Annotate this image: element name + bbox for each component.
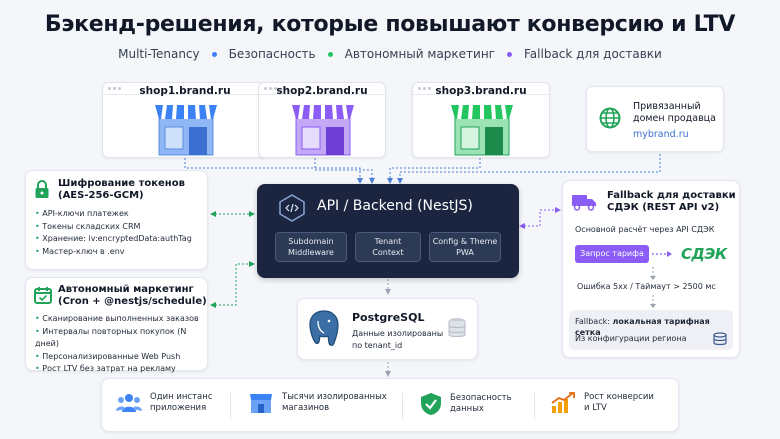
region-config: Из конфигурации региона [575,334,687,343]
calendar-icon [34,287,52,304]
arrow-down-icon [650,267,656,280]
shop-domain-3: shop3.brand.ru [435,85,527,97]
arrow-down-icon [650,295,656,308]
subtitle-dot [211,51,217,57]
fallback-title-1: Fallback для доставки [607,190,736,201]
shop-domain-2: shop2.brand.ru [276,85,368,97]
storefront-icon [451,104,513,156]
list-item: • Интервалы повторных покупок (N дней) [35,326,187,349]
fallback-local-grid: Fallback: локальная тарифная сетка Из ко… [569,310,733,350]
storefront-icon [292,104,354,156]
fallback-value: локальная тарифная сетка [575,317,710,337]
db-desc-1: Данные изолированы [352,329,444,338]
shield-check-icon [421,393,441,415]
request-tariff-button[interactable]: Запрос тарифа [575,245,649,263]
linked-domain-card[interactable]: Привязанный домен продавца mybrand.ru [586,86,724,152]
arrow-right-icon [652,251,672,257]
delivery-truck-icon [572,195,596,211]
fallback-card: Fallback для доставки СДЭК (REST API v2)… [562,180,740,358]
subtitle-dot [327,51,333,57]
shop-domain-1: shop1.brand.ru [139,85,231,97]
shop-browser-1[interactable]: shop1.brand.ru [102,82,268,158]
postgresql-card[interactable]: PostgreSQL Данные изолированы по tenant_… [297,298,478,360]
list-item: • Мастер-ключ в .env [35,246,125,256]
postgresql-elephant-icon [309,310,339,346]
encryption-title-2: (AES-256-GCM) [58,190,144,201]
storefront-icon [155,104,217,156]
linked-domain-title-1: Привязанный [633,101,701,112]
shop-browser-2[interactable]: shop2.brand.ru [258,82,386,158]
encryption-title-1: Шифрование токенов [58,178,185,189]
store-icon [250,394,272,413]
list-item: • Токены складских CRM [35,221,141,231]
marketing-card: Автономный маркетинг (Cron + @nestjs/sch… [25,277,208,373]
linked-domain-value[interactable]: mybrand.ru [633,129,689,140]
shop-browser-3[interactable]: shop3.brand.ru [412,82,550,158]
list-item: • Хранение: iv:encryptedData:authTag [35,234,192,243]
api-title: API / Backend (NestJS) [317,198,473,214]
subtitle-item-security: Безопасность [228,47,316,61]
growth-chart-icon [551,392,575,413]
cdek-logo: СДЭК [681,245,727,263]
list-item: • API-ключи платежек [35,209,129,218]
page-title: Бэкенд-решения, которые повышают конверс… [44,12,736,37]
fallback-error: Ошибка 5xx / Таймаут > 2500 мс [577,282,716,291]
divider [230,393,231,419]
db-desc-2: по tenant_id [352,341,403,350]
marketing-title-1: Автономный маркетинг [58,284,194,295]
marketing-title-2: (Cron + @nestjs/schedule) [58,296,207,307]
list-item: • Сканирование выполненных заказов [35,314,199,323]
list-item: • Рост LTV без затрат на рекламу [35,364,176,373]
database-icon [713,332,727,346]
code-hexagon-icon [279,194,305,222]
globe-icon [599,107,621,129]
list-item: • Персонализированные Web Push [35,351,181,361]
db-title: PostgreSQL [352,311,425,324]
subtitle-item-multitenancy: Multi-Tenancy [118,47,200,61]
database-icon [448,318,466,337]
users-icon [116,394,142,412]
encryption-card: Шифрование токенов (AES-256-GCM) • API-к… [25,170,208,270]
subtitle: Multi-Tenancy Безопасность Автономный ма… [0,47,780,61]
divider [402,393,403,419]
lock-icon [35,180,49,198]
fallback-main-calc: Основной расчёт через API СДЭК [575,225,715,234]
subtitle-item-marketing: Автономный маркетинг [344,47,495,61]
subtitle-dot [507,51,512,57]
fallback-title-2: СДЭК (REST API v2) [607,202,720,213]
fallback-label: Fallback: [575,317,610,326]
subtitle-item-fallback: Fallback для доставки [524,47,662,61]
linked-domain-title-2: домен продавца [633,113,716,124]
divider [534,393,535,419]
